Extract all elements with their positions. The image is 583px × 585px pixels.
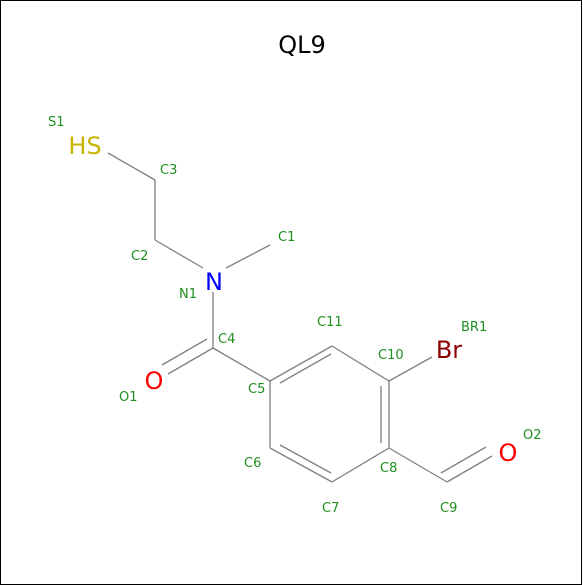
bonds — [107, 152, 493, 483]
atom-index-c11: C11 — [317, 315, 343, 330]
atom-index-s1: S1 — [48, 115, 65, 130]
bond-c4-o1-a — [167, 347, 214, 375]
atom-index-c10: C10 — [378, 348, 404, 363]
atom-index-c7: C7 — [322, 501, 339, 516]
atom-index-br1: BR1 — [461, 320, 487, 335]
atom-index-c6: C6 — [244, 456, 261, 471]
bond-c11-c10 — [331, 345, 390, 382]
atom-index-c9: C9 — [440, 501, 457, 516]
bond-c5-c11-inner — [279, 353, 332, 384]
bromine-symbol: Br — [436, 336, 462, 364]
bond-c7-c6-inner — [279, 444, 332, 474]
atom-index-n1: N1 — [179, 287, 197, 302]
atom-index-o2: O2 — [523, 428, 542, 443]
atom-index-c4: C4 — [218, 332, 235, 347]
bond-c9-o2-b — [440, 446, 487, 474]
bond-c7-c6 — [269, 447, 333, 483]
sulfur-symbol: HS — [68, 132, 101, 160]
atom-index-c2: C2 — [131, 249, 148, 264]
bond-c9-o2-a — [446, 455, 493, 483]
bond-c4-o1-b — [161, 338, 208, 366]
bond-n1-c1 — [225, 244, 271, 269]
molecule-title: QL9 — [278, 31, 326, 59]
bond-c2-n1 — [154, 239, 204, 269]
atom-index-c1: C1 — [278, 230, 295, 245]
bond-c5-c11 — [269, 345, 333, 382]
nitrogen-symbol: N — [205, 268, 223, 296]
bond-c8-c9 — [388, 447, 448, 483]
bond-s1-c3 — [107, 152, 156, 181]
oxygen-o2-symbol: O — [499, 439, 518, 467]
atom-index-c3: C3 — [160, 163, 177, 178]
bond-c4-c5 — [212, 347, 271, 382]
bond-c8-c7 — [331, 447, 390, 483]
atom-index-c5: C5 — [248, 382, 265, 397]
oxygen-o1-symbol: O — [145, 367, 164, 395]
atom-index-o1: O1 — [119, 390, 138, 405]
atom-index-c8: C8 — [380, 461, 397, 476]
bond-c10-br1 — [388, 356, 433, 382]
